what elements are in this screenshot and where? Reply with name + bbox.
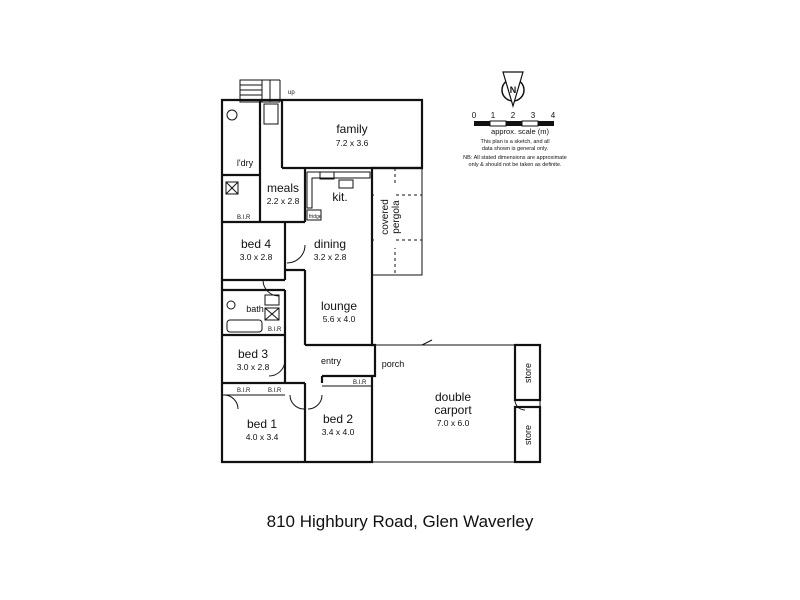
fridge-label: fridge	[309, 214, 322, 220]
compass-label: N	[510, 85, 517, 95]
room-dining-name: dining	[314, 237, 346, 251]
property-address: 810 Highbury Road, Glen Waverley	[266, 512, 534, 531]
bir-labels: B.I.R B.I.R B.I.R B.I.R B.I.R	[237, 215, 367, 394]
scale-note: This plan is a sketch, and all	[480, 139, 549, 145]
room-dining-dim: 3.2 x 2.8	[314, 252, 347, 262]
scale-number: 4	[551, 111, 556, 120]
bir-label: B.I.R	[268, 388, 282, 394]
room-meals-dim: 2.2 x 2.8	[267, 196, 300, 206]
room-bed2-name: bed 2	[323, 412, 353, 426]
bir-label: B.I.R	[237, 215, 251, 221]
scale-number: 1	[491, 111, 496, 120]
room-bed4-name: bed 4	[241, 237, 271, 251]
room-meals-name: meals	[267, 181, 299, 195]
scale-bar: 0 1 2 3 4 approx. scale (m) This plan is…	[463, 111, 567, 168]
room-bed2-dim: 3.4 x 4.0	[322, 427, 355, 437]
door-swings	[223, 244, 323, 410]
room-bed3-name: bed 3	[238, 347, 268, 361]
room-family-name: family	[336, 122, 367, 136]
room-lounge-name: lounge	[321, 299, 357, 313]
room-carport-name: double	[435, 390, 471, 404]
bir-label: B.I.R	[268, 327, 282, 333]
scale-number: 0	[472, 111, 477, 120]
kitchen-fixtures: fridge	[306, 171, 371, 221]
pergola-name: pergola	[391, 200, 402, 234]
room-entry-name: entry	[321, 356, 342, 366]
room-family-dim: 7.2 x 3.6	[336, 138, 369, 148]
double-carport: store store	[372, 339, 542, 464]
scale-note: data shown is general only.	[482, 146, 549, 152]
room-laundry-name: l'dry	[237, 158, 254, 168]
laundry-fixtures	[225, 103, 279, 195]
bir-label: B.I.R	[237, 388, 251, 394]
room-carport-dim: 7.0 x 6.0	[437, 418, 470, 428]
scale-note: only & should not be taken as definite.	[469, 162, 562, 168]
bath-fixtures	[226, 294, 280, 333]
house-walls	[220, 98, 424, 464]
room-bed1-name: bed 1	[247, 417, 277, 431]
scale-number: 2	[511, 111, 516, 120]
stairs-label: up	[288, 90, 295, 96]
scale-label: approx. scale (m)	[491, 127, 549, 136]
room-bed3-dim: 3.0 x 2.8	[237, 362, 270, 372]
room-kitchen-name: kit.	[332, 190, 347, 204]
store-name: store	[523, 363, 533, 383]
covered-pergola: covered pergola	[371, 167, 423, 276]
scale-note: NB: All stated dimensions are approximat…	[463, 155, 567, 161]
room-porch-name: porch	[382, 359, 405, 369]
room-labels: family 7.2 x 3.6 l'dry meals 2.2 x 2.8 k…	[237, 122, 473, 442]
room-bed4-dim: 3.0 x 2.8	[240, 252, 273, 262]
pergola-name: covered	[380, 199, 391, 235]
store-name: store	[523, 425, 533, 445]
scale-number: 3	[531, 111, 536, 120]
bir-label: B.I.R	[353, 380, 367, 386]
room-bath-name: bath	[246, 304, 264, 314]
room-carport-name: carport	[434, 403, 472, 417]
north-arrow-icon: N	[501, 71, 525, 109]
room-bed1-dim: 4.0 x 3.4	[246, 432, 279, 442]
room-lounge-dim: 5.6 x 4.0	[323, 314, 356, 324]
stairs: up	[239, 79, 295, 103]
